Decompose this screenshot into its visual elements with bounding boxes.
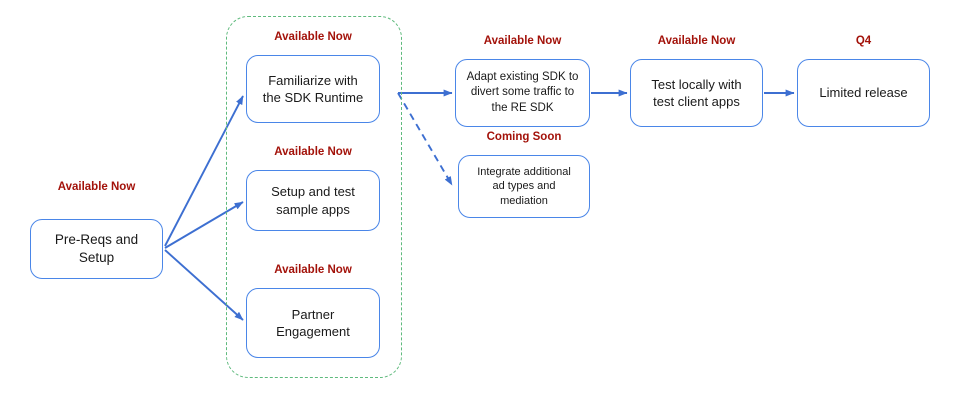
node-label: Setup and test sample apps [271,184,355,217]
node-label: Pre-Reqs and Setup [54,232,139,265]
node-label: Adapt existing SDK to divert some traffi… [466,71,579,114]
node-familiarize-sdk-runtime[interactable]: Familiarize with the SDK Runtime [246,55,380,123]
status-label-partner: Available Now [274,264,352,276]
status-label-test-locally: Available Now [657,35,736,47]
status-label-familiarize: Available Now [274,31,352,43]
status-label-integrate-ads: Coming Soon [486,131,562,143]
node-setup-and-test-sample-apps[interactable]: Setup and test sample apps [246,170,380,231]
node-test-locally-with-test-client-apps[interactable]: Test locally with test client apps [630,59,763,127]
node-partner-engagement[interactable]: Partner Engagement [246,288,380,358]
status-label-limited-release: Q4 [855,35,872,47]
node-label: Limited release [819,85,908,101]
node-label: Familiarize with the SDK Runtime [262,72,364,105]
node-label: Partner Engagement [276,306,350,339]
status-label-adapt-sdk: Available Now [483,35,562,47]
status-label-prereqs: Available Now [57,181,136,193]
status-label-setup-test: Available Now [274,146,352,158]
node-limited-release[interactable]: Limited release [797,59,930,127]
node-integrate-additional-ad-types[interactable]: Integrate additional ad types and mediat… [458,155,590,218]
node-adapt-existing-sdk[interactable]: Adapt existing SDK to divert some traffi… [455,59,590,127]
node-label: Integrate additional ad types and mediat… [477,165,571,207]
edge-group-to-integrate-ads [397,92,453,186]
node-prereqs-and-setup[interactable]: Pre-Reqs and Setup [30,219,163,279]
node-label: Test locally with test client apps [651,76,742,109]
